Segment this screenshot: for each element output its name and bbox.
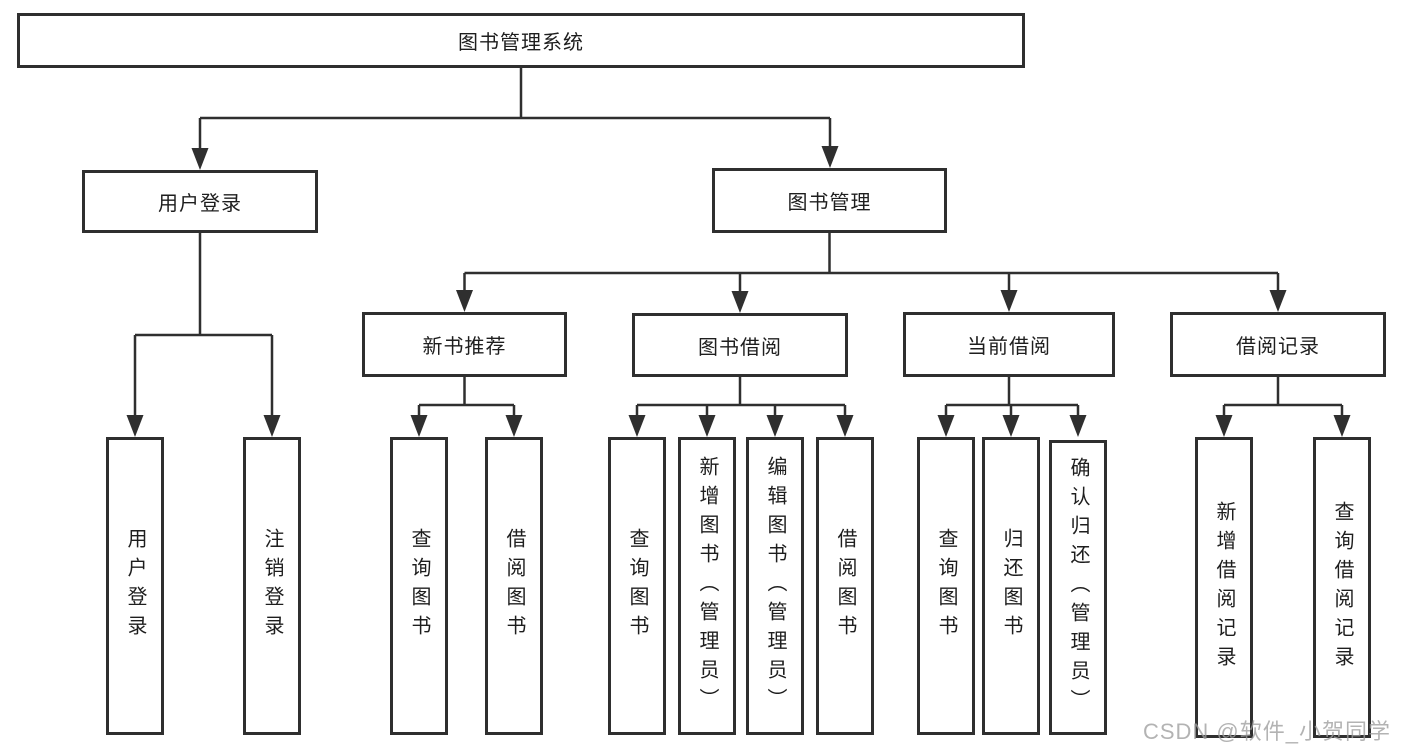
node-new-book-recommend: 新书推荐 <box>362 312 567 377</box>
node-book-management-label: 图书管理 <box>787 192 872 214</box>
node-book-borrowing-label: 图书借阅 <box>698 336 782 359</box>
leaf-query-books-current: 查询图书 <box>917 437 975 735</box>
node-root-label: 图书管理系统 <box>458 32 584 54</box>
csdn-watermark: CSDN @软件_小贺同学 <box>1142 719 1391 744</box>
leaf-query-books-borrow-label: 查询图书 <box>626 528 648 644</box>
node-borrowing-records-label: 借阅记录 <box>1236 336 1320 358</box>
node-current-borrowing: 当前借阅 <box>903 312 1115 377</box>
leaf-query-books-recommend: 查询图书 <box>390 437 448 735</box>
leaf-return-books: 归还图书 <box>982 437 1040 735</box>
leaf-logout-label: 注销登录 <box>261 528 283 644</box>
leaf-add-books-admin: 新增图书（管理员） <box>678 437 736 735</box>
leaf-query-books-current-label: 查询图书 <box>935 528 957 644</box>
node-book-management: 图书管理 <box>712 168 947 233</box>
leaf-query-borrow-record-label: 查询借阅记录 <box>1331 500 1353 675</box>
leaf-query-books-borrow: 查询图书 <box>608 437 666 735</box>
node-user-login-label: 用户登录 <box>158 193 242 215</box>
leaf-return-books-label: 归还图书 <box>1000 528 1022 644</box>
leaf-user-login-label: 用户登录 <box>124 528 146 644</box>
node-root-system: 图书管理系统 <box>17 13 1025 68</box>
node-current-borrowing-label: 当前借阅 <box>967 336 1051 358</box>
leaf-edit-books-admin: 编辑图书（管理员） <box>746 437 804 735</box>
node-user-login: 用户登录 <box>82 170 318 233</box>
leaf-borrow-books-label: 借阅图书 <box>834 528 856 644</box>
leaf-add-borrow-record: 新增借阅记录 <box>1195 437 1253 738</box>
node-borrowing-records: 借阅记录 <box>1170 312 1386 377</box>
leaf-borrow-books-recommend-label: 借阅图书 <box>503 528 525 644</box>
leaf-query-borrow-record: 查询借阅记录 <box>1313 437 1371 738</box>
leaf-borrow-books: 借阅图书 <box>816 437 874 735</box>
leaf-confirm-return-admin-label: 确认归还（管理员） <box>1067 457 1089 718</box>
leaf-confirm-return-admin: 确认归还（管理员） <box>1049 440 1107 735</box>
leaf-query-books-recommend-label: 查询图书 <box>408 528 430 644</box>
leaf-borrow-books-recommend: 借阅图书 <box>485 437 543 735</box>
node-new-book-recommend-label: 新书推荐 <box>422 336 507 358</box>
node-book-borrowing: 图书借阅 <box>632 313 848 377</box>
leaf-edit-books-admin-label: 编辑图书（管理员） <box>764 455 786 717</box>
leaf-add-books-admin-label: 新增图书（管理员） <box>696 455 718 717</box>
leaf-user-login: 用户登录 <box>106 437 164 735</box>
leaf-add-borrow-record-label: 新增借阅记录 <box>1213 500 1235 675</box>
leaf-logout: 注销登录 <box>243 437 301 735</box>
